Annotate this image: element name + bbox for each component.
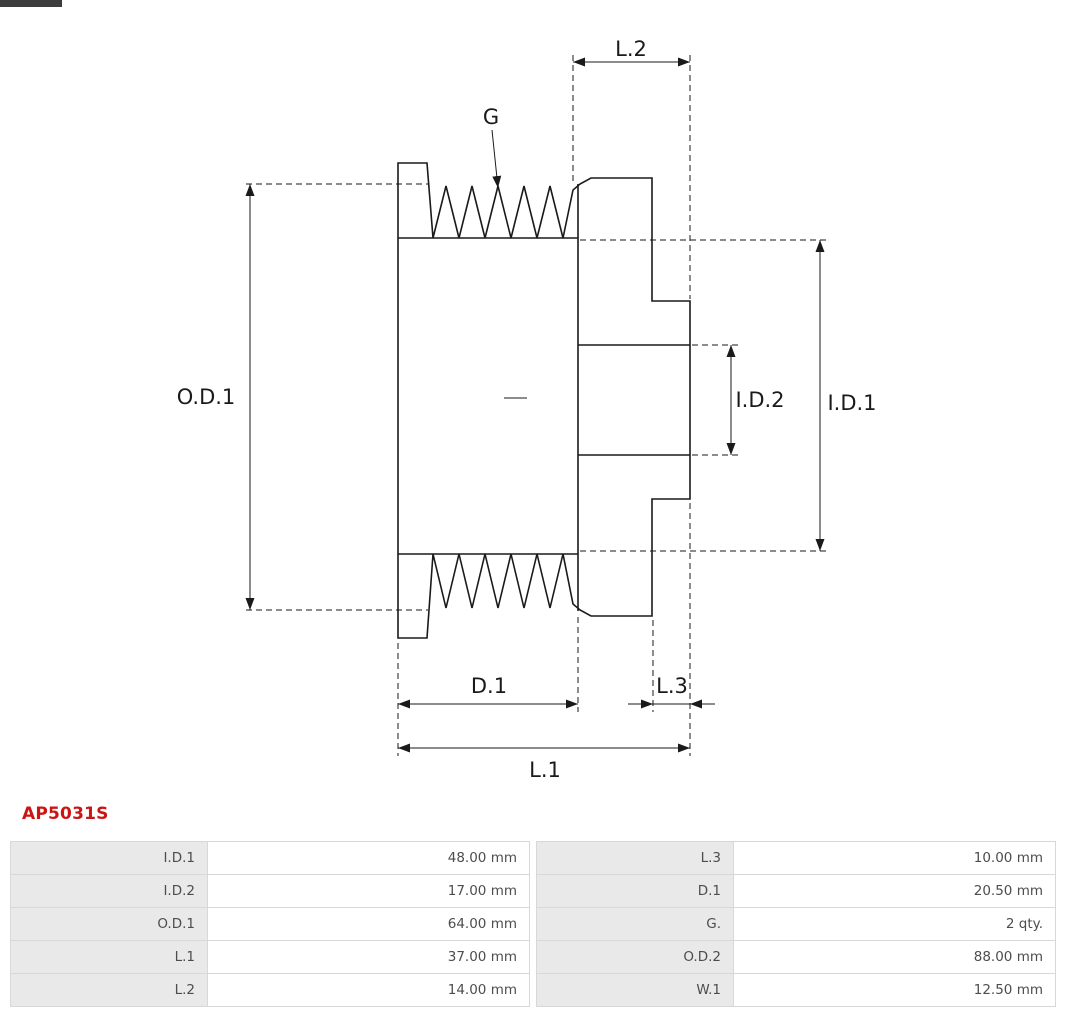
table-row: I.D.2 17.00 mm xyxy=(10,874,530,908)
pulley-outline xyxy=(397,162,691,639)
groove-leader-line xyxy=(491,129,502,189)
spec-value: 20.50 mm xyxy=(733,874,1056,908)
table-row: W.1 12.50 mm xyxy=(536,973,1056,1007)
spec-label: L.2 xyxy=(10,973,208,1007)
table-row: O.D.1 64.00 mm xyxy=(10,907,530,941)
label-d1: D.1 xyxy=(471,674,507,698)
dimension-labels-group: L.2 G O.D.1 I.D.2 I.D.1 D.1 L.3 L.1 xyxy=(177,37,877,782)
spec-label: I.D.1 xyxy=(10,841,208,875)
pulley-technical-drawing: L.2 G O.D.1 I.D.2 I.D.1 D.1 L.3 L.1 xyxy=(177,37,877,782)
part-number-link[interactable]: AP5031S xyxy=(22,804,109,824)
spec-label: L.1 xyxy=(10,940,208,974)
spec-label: W.1 xyxy=(536,973,734,1007)
spec-value: 17.00 mm xyxy=(207,874,530,908)
spec-value: 12.50 mm xyxy=(733,973,1056,1007)
table-row: L.3 10.00 mm xyxy=(536,841,1056,875)
spec-value: 10.00 mm xyxy=(733,841,1056,875)
table-row: G. 2 qty. xyxy=(536,907,1056,941)
spec-label: L.3 xyxy=(536,841,734,875)
pulley-profile-group xyxy=(397,162,691,639)
label-id2: I.D.2 xyxy=(735,388,784,412)
table-row: D.1 20.50 mm xyxy=(536,874,1056,908)
spec-label: O.D.2 xyxy=(536,940,734,974)
dimension-lines-group xyxy=(245,57,825,753)
label-od1: O.D.1 xyxy=(177,385,236,409)
label-id1: I.D.1 xyxy=(827,391,876,415)
table-row: I.D.1 48.00 mm xyxy=(10,841,530,875)
table-row: L.2 14.00 mm xyxy=(10,973,530,1007)
extension-lines-group xyxy=(246,55,828,756)
label-l3: L.3 xyxy=(656,674,688,698)
spec-label: O.D.1 xyxy=(10,907,208,941)
label-groove: G xyxy=(483,105,499,129)
spec-label: G. xyxy=(536,907,734,941)
spec-table-right: L.3 10.00 mm D.1 20.50 mm G. 2 qty. O.D.… xyxy=(536,841,1056,1007)
spec-label: I.D.2 xyxy=(10,874,208,908)
spec-value: 64.00 mm xyxy=(207,907,530,941)
spec-value: 88.00 mm xyxy=(733,940,1056,974)
spec-value: 37.00 mm xyxy=(207,940,530,974)
table-row: L.1 37.00 mm xyxy=(10,940,530,974)
cropped-logo-fragment xyxy=(0,0,62,7)
spec-value: 2 qty. xyxy=(733,907,1056,941)
label-l1: L.1 xyxy=(529,758,561,782)
table-row: O.D.2 88.00 mm xyxy=(536,940,1056,974)
label-l2: L.2 xyxy=(615,37,647,61)
spec-value: 48.00 mm xyxy=(207,841,530,875)
spec-table: I.D.1 48.00 mm I.D.2 17.00 mm O.D.1 64.0… xyxy=(10,841,1056,1007)
spec-label: D.1 xyxy=(536,874,734,908)
spec-table-left: I.D.1 48.00 mm I.D.2 17.00 mm O.D.1 64.0… xyxy=(10,841,530,1007)
spec-value: 14.00 mm xyxy=(207,973,530,1007)
